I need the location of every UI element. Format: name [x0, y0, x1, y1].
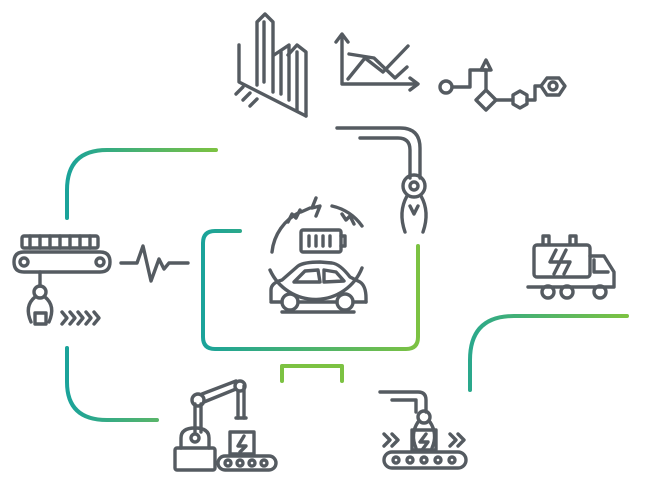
signal-wave-icon [119, 244, 190, 283]
conveyor-lift-icon [378, 390, 468, 470]
connector-bottom-left [65, 346, 159, 422]
connector-lines [65, 148, 629, 422]
process-flow-icon [438, 58, 567, 112]
claw-arrows-icon [26, 270, 101, 326]
line-chart-icon [334, 32, 420, 92]
connector-top-left [65, 148, 218, 220]
connector-right [468, 314, 629, 392]
battery-car-icon [268, 196, 368, 314]
buildings-icon [234, 12, 308, 118]
monitor-stand [280, 364, 344, 383]
robot-arm-conveyor-icon [173, 379, 278, 472]
robot-gripper-icon [335, 126, 428, 234]
truck-battery-icon [526, 234, 616, 300]
monitor-frame [201, 229, 420, 351]
conveyor-belt-icon [12, 234, 112, 274]
